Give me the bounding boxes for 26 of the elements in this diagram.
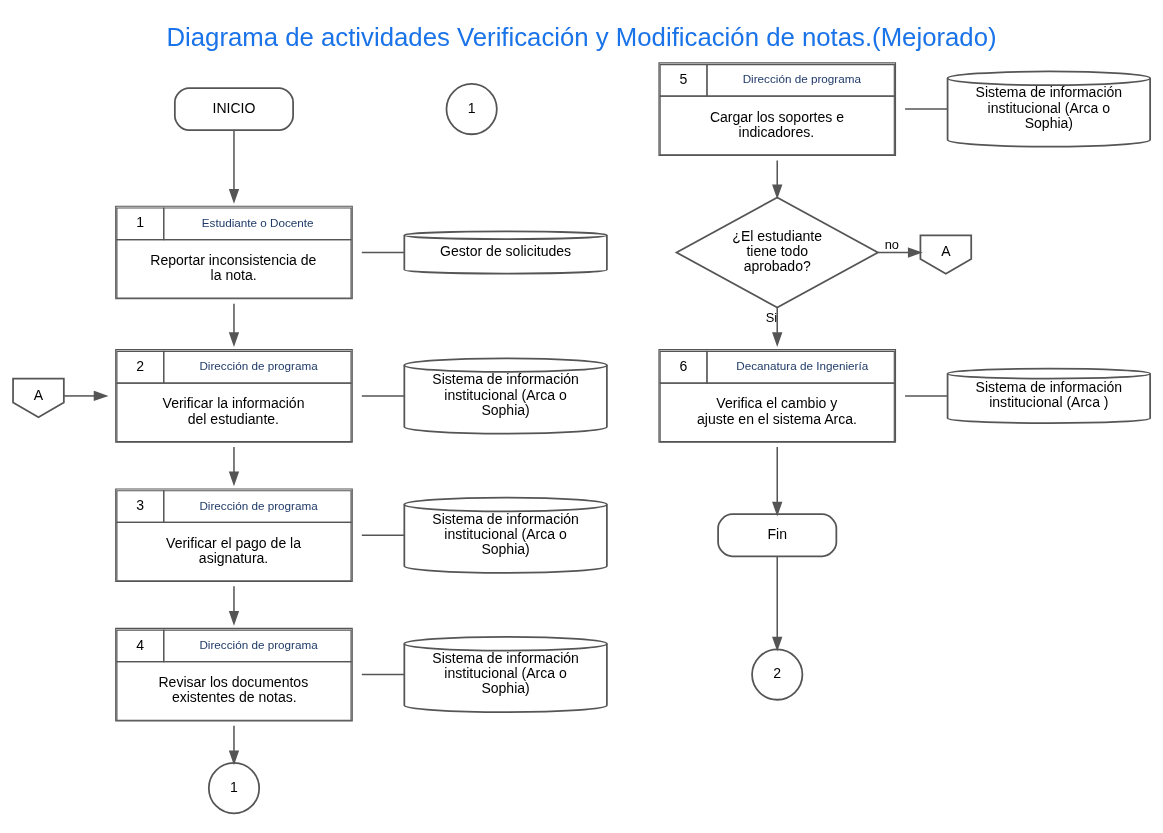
arrow [772, 555, 783, 652]
arrow [228, 128, 240, 204]
node-box: Fin [717, 512, 838, 557]
edge-label: no [884, 236, 899, 252]
connector [361, 251, 405, 253]
diagram-title: Diagrama de actividades Verificación y Modificación de notas.(Mejorado) [166, 22, 997, 51]
connector [361, 534, 405, 536]
node-circle: 2 [751, 648, 804, 701]
arrow [877, 246, 923, 258]
arrow [228, 445, 240, 486]
arrow [228, 302, 240, 347]
arrow [772, 306, 783, 347]
arrow [63, 390, 109, 401]
connector [904, 107, 948, 110]
node-circle: 1 [445, 82, 498, 135]
arrow [228, 724, 240, 765]
node-box: INICIO [173, 86, 294, 131]
edge-label: Si [765, 309, 778, 325]
arrow [772, 159, 783, 199]
connector [361, 394, 405, 397]
arrow [228, 585, 240, 626]
connector [361, 673, 405, 675]
node-diamond: ¿El estudiante tiene todo aprobado? [674, 195, 880, 309]
node-circle: 1 [207, 761, 261, 814]
arrow [772, 445, 783, 516]
connector [904, 394, 948, 397]
